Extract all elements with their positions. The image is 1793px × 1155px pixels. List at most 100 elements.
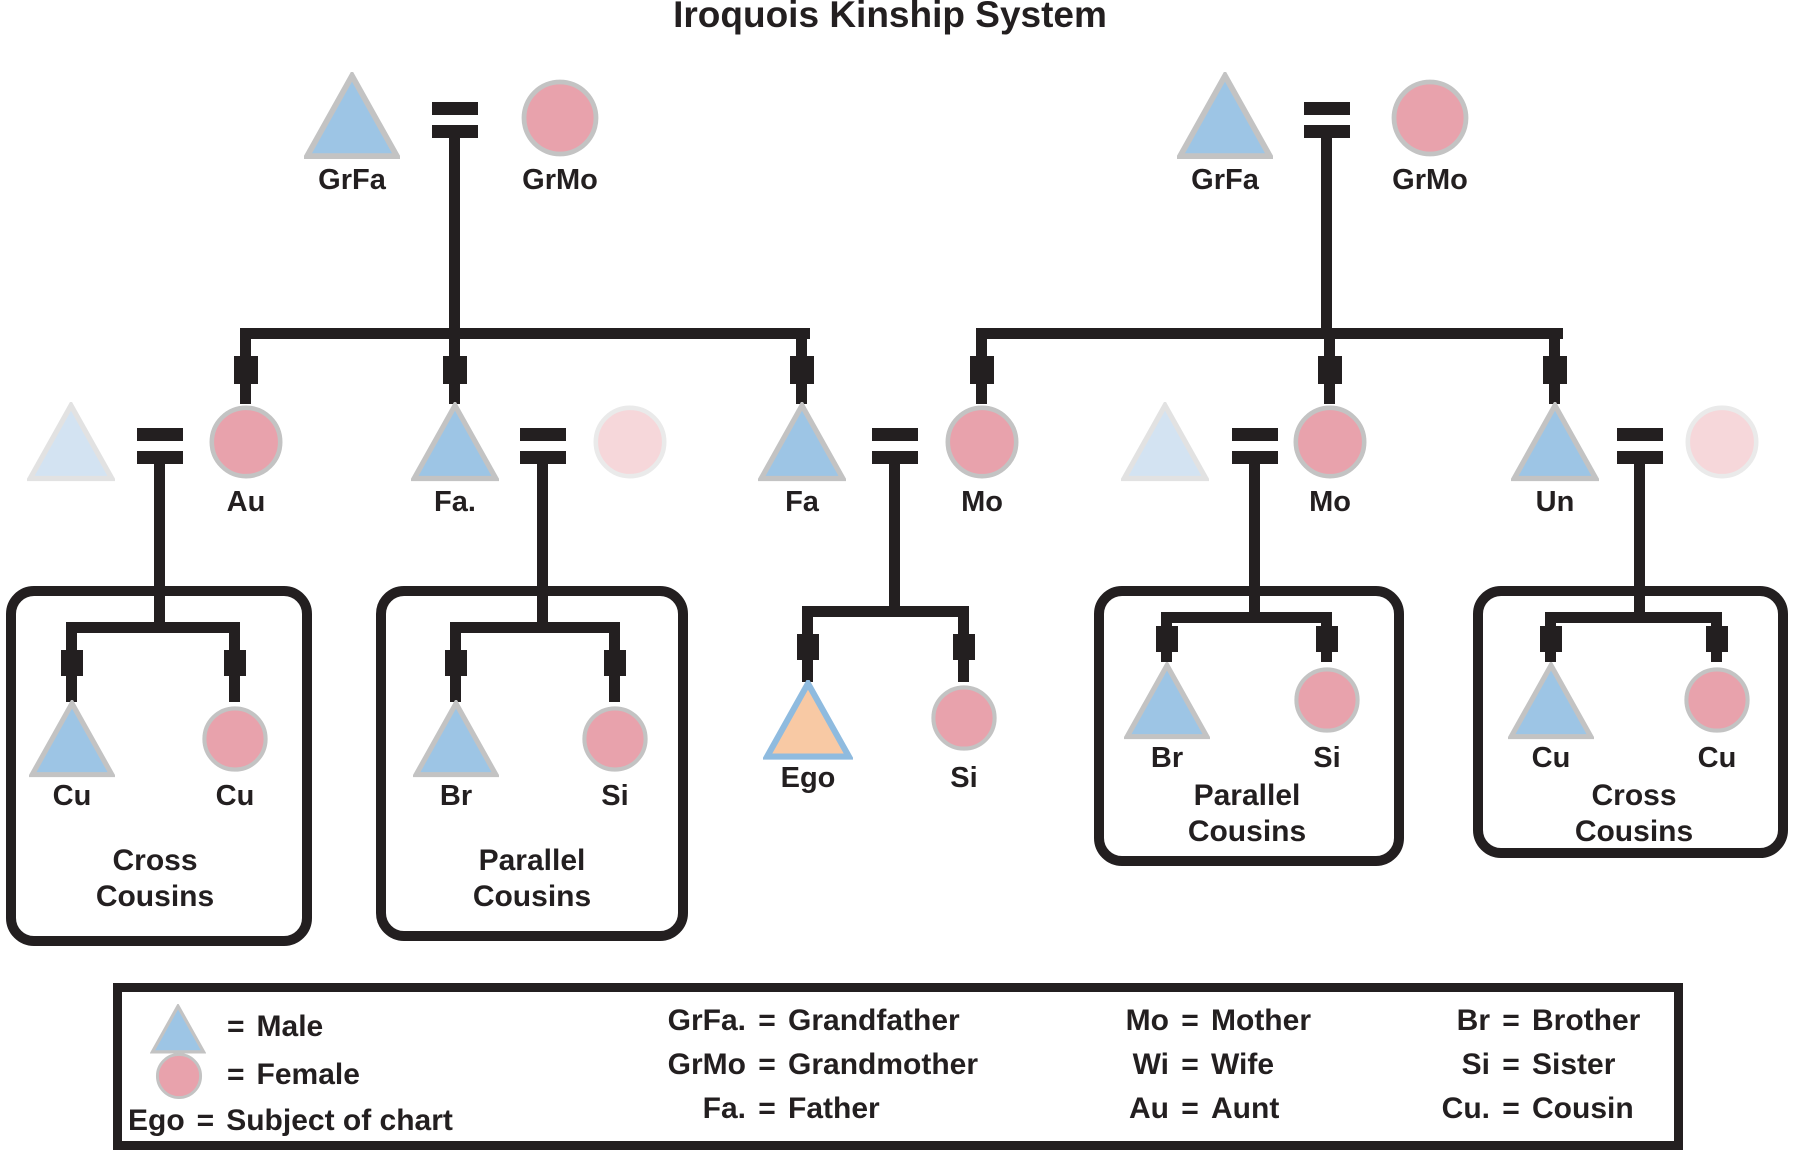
- descent-tick: [1706, 626, 1728, 652]
- cross-cousins-right-box: [1473, 586, 1788, 858]
- ego-sister-label: Si: [950, 762, 978, 794]
- sibling-bar-cross-right: [1546, 612, 1722, 623]
- grandmother-left-label: GrMo: [522, 164, 598, 196]
- legend-ego-term: Subject of chart: [226, 1104, 453, 1137]
- marriage-descent-father-brother-couple: [537, 458, 548, 633]
- ego-triangle-icon: [761, 677, 855, 760]
- cross-cousin-right-female-circle-icon: [1683, 666, 1751, 734]
- parallel-cousin-right-female-label: Si: [1313, 742, 1341, 774]
- legend-abbr: GrFa.: [667, 1004, 746, 1037]
- legend-term: Sister: [1532, 1048, 1616, 1081]
- legend-female-equals: =: [227, 1058, 245, 1091]
- legend-ego-abbr: Ego: [128, 1104, 185, 1137]
- descent-tick: [443, 356, 467, 384]
- legend-term: Mother: [1211, 1004, 1311, 1037]
- legend-male-triangle-icon: [149, 1002, 207, 1054]
- father-brother-triangle-icon: [409, 400, 501, 482]
- legend-box: =Male =Female Ego=Subject of chart GrFa.…: [113, 983, 1683, 1150]
- descent-tick: [797, 634, 819, 660]
- legend-term: Wife: [1211, 1048, 1275, 1081]
- legend-term: Cousin: [1532, 1092, 1634, 1125]
- descent-tick: [604, 650, 626, 676]
- parallel-cousin-right-female-circle-icon: [1293, 666, 1361, 734]
- legend-term: Grandmother: [788, 1048, 979, 1081]
- chart-title: Iroquois Kinship System: [673, 0, 1107, 35]
- legend-equals: =: [758, 1048, 776, 1081]
- uncle-wife-circle-icon: [1684, 404, 1760, 480]
- legend-equals: =: [758, 1004, 776, 1037]
- legend-equals: =: [1181, 1048, 1199, 1081]
- marriage-equals-icon: [1304, 102, 1350, 138]
- legend-abbr: Mo: [1125, 1004, 1169, 1037]
- legend-term: Father: [788, 1092, 880, 1125]
- aunt-husband-triangle-icon: [25, 400, 117, 482]
- legend-abbr: Si: [1461, 1048, 1490, 1081]
- parallel-cousin-right-male-triangle-icon: [1122, 660, 1212, 740]
- descent-tick: [1540, 626, 1562, 652]
- father-triangle-icon: [756, 400, 848, 482]
- legend-equals: =: [1502, 1092, 1520, 1125]
- grandfather-right-triangle-icon: [1175, 69, 1275, 160]
- marriage-equals-icon: [1232, 428, 1278, 464]
- grandfather-right-label: GrFa: [1191, 164, 1259, 196]
- uncle-label: Un: [1535, 486, 1575, 518]
- marriage-descent-aunt-couple: [154, 458, 165, 633]
- legend-ego-row: Ego = Subject of chart: [128, 1104, 453, 1138]
- father-label: Fa: [785, 486, 819, 518]
- descent-line-grandparents-right: [1321, 136, 1332, 332]
- mother-circle-icon: [944, 404, 1020, 480]
- grandfather-left-label: GrFa: [318, 164, 386, 196]
- legend-column-siblings: Br=Brother Si=Sister Cu.=Cousin: [1434, 1004, 1641, 1126]
- caption-line: Parallel: [1193, 779, 1301, 812]
- descent-tick: [1543, 356, 1567, 384]
- legend-male-equals: =: [227, 1010, 245, 1043]
- ego-label: Ego: [780, 762, 836, 794]
- descent-tick: [234, 356, 258, 384]
- caption-line: Cross: [1591, 779, 1677, 812]
- cross-cousin-left-male-label: Cu: [52, 780, 92, 812]
- marriage-equals-icon: [1617, 428, 1663, 464]
- sibling-bar-cross-left: [67, 622, 240, 633]
- aunt-circle-icon: [208, 404, 284, 480]
- descent-tick: [1318, 356, 1342, 384]
- legend-ego-equals: =: [196, 1104, 215, 1137]
- marriage-equals-icon: [520, 428, 566, 464]
- cross-cousin-right-female-label: Cu: [1697, 742, 1737, 774]
- parallel-cousin-right-male-label: Br: [1150, 742, 1184, 774]
- mother-label: Mo: [961, 486, 1003, 518]
- caption-line: Cousins: [1187, 815, 1307, 848]
- legend-male-term: Male: [256, 1010, 324, 1043]
- grandfather-left-triangle-icon: [302, 69, 402, 160]
- descent-line-grandparents-left: [449, 136, 460, 332]
- ego-sister-circle-icon: [930, 684, 998, 752]
- cross-cousin-left-male-triangle-icon: [27, 698, 117, 778]
- legend-abbr: GrMo: [667, 1048, 746, 1081]
- caption-line: Cousins: [472, 880, 592, 913]
- legend-equals: =: [1502, 1004, 1520, 1037]
- descent-tick: [970, 356, 994, 384]
- legend-female-circle-icon: [155, 1052, 203, 1100]
- descent-tick: [790, 356, 814, 384]
- caption-line: Cross: [112, 844, 198, 877]
- mother-sister-husband-triangle-icon: [1119, 400, 1211, 482]
- sibling-bar-parallel-right: [1162, 612, 1332, 623]
- cross-cousins-right-caption: Cross Cousins: [1575, 778, 1693, 850]
- descent-tick: [445, 650, 467, 676]
- descent-tick: [224, 650, 246, 676]
- sibling-bar-left-family: [240, 328, 810, 339]
- caption-line: Cousins: [1574, 815, 1694, 848]
- aunt-label: Au: [226, 486, 266, 518]
- descent-tick: [61, 650, 83, 676]
- parallel-cousins-left-box: [376, 586, 688, 941]
- sibling-bar-right-family: [976, 328, 1563, 339]
- marriage-descent-uncle-couple: [1634, 458, 1645, 623]
- cross-cousin-right-male-label: Cu: [1531, 742, 1571, 774]
- descent-tick: [953, 634, 975, 660]
- cross-cousin-right-male-triangle-icon: [1506, 660, 1596, 740]
- caption-line: Cousins: [95, 880, 215, 913]
- cross-cousin-left-female-circle-icon: [201, 705, 269, 773]
- legend-abbr: Fa.: [702, 1092, 746, 1125]
- legend-abbr: Cu.: [1441, 1092, 1490, 1125]
- legend-column-grandparents: GrFa.=Grandfather GrMo=Grandmother Fa.=F…: [634, 1004, 978, 1126]
